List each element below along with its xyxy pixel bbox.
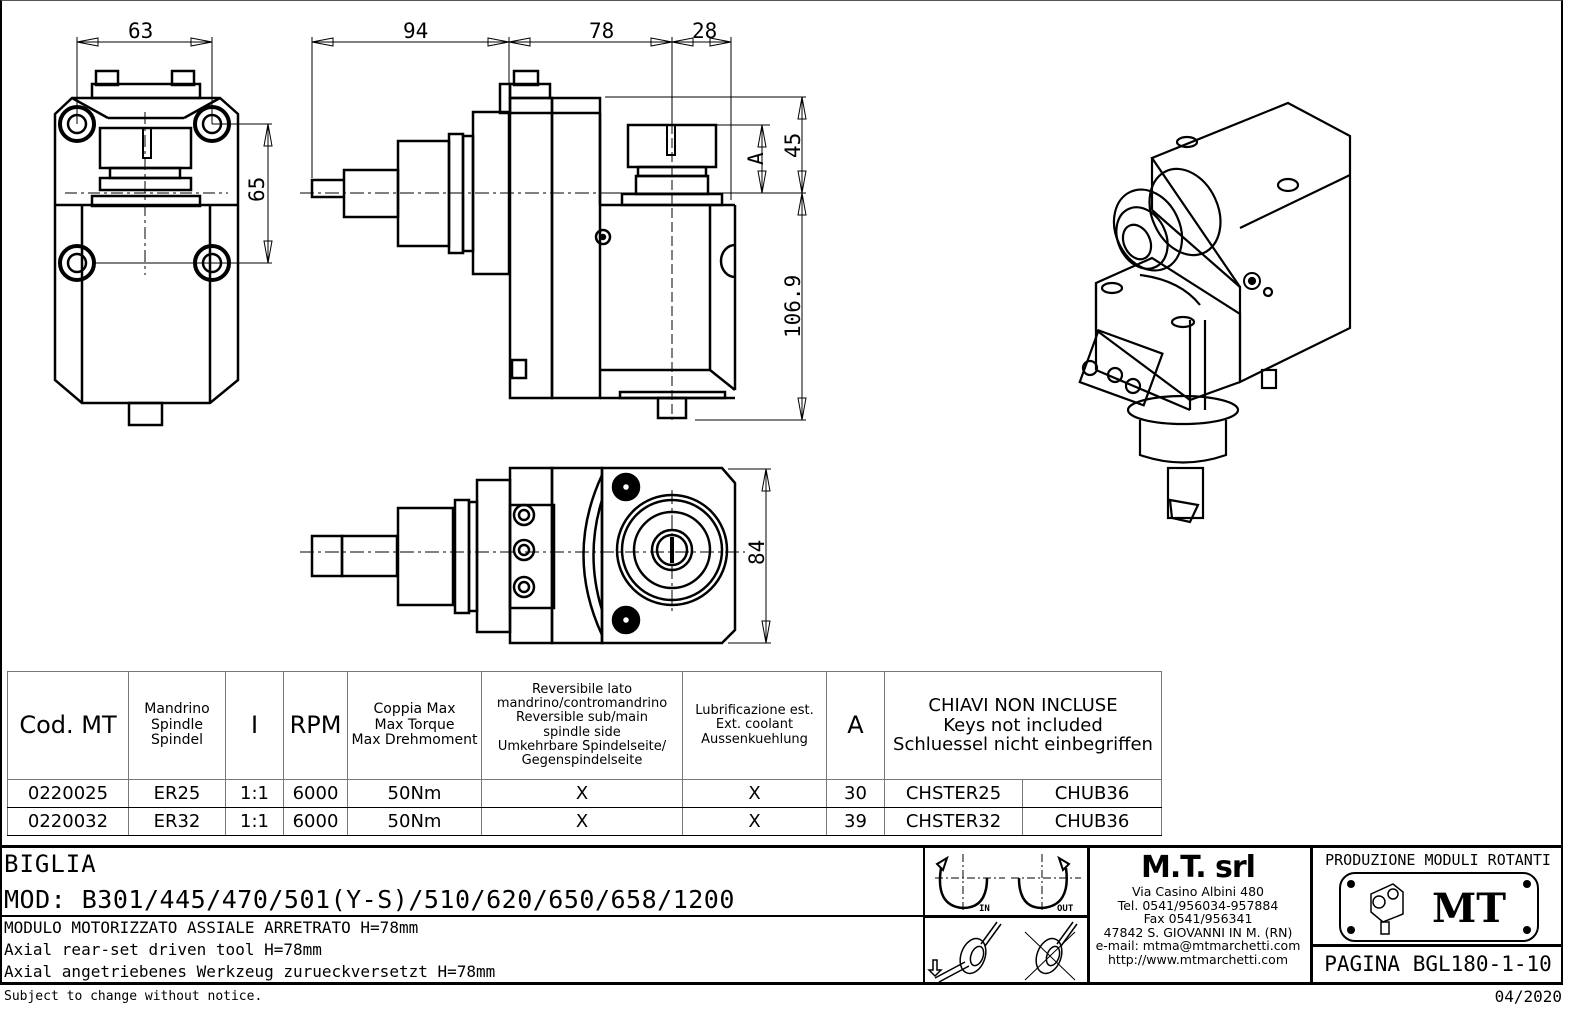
cell-cod: 0220032: [7, 807, 129, 836]
table-row: 0220025 ER25 1:1 6000 50Nm X X 30 CHSTER…: [7, 779, 1162, 808]
divider: [0, 915, 923, 917]
front-dimensions: [76, 37, 273, 264]
production-block: PRODUZIONE MODULI ROTANTI MT PAGINA BGL1…: [1310, 848, 1566, 982]
table-row: 0220032 ER32 1:1 6000 50Nm X X 39 CHSTER…: [7, 807, 1162, 836]
cell-rpm: 6000: [283, 779, 348, 808]
front-view: [53, 69, 240, 427]
wrench-usage-icon: [927, 921, 1078, 982]
cell-ratio: 1:1: [225, 779, 284, 808]
company-tel: Tel. 0541/956034-957884: [1117, 897, 1279, 913]
revision-date: 04/2020: [1494, 987, 1562, 1006]
side-view: [300, 69, 737, 420]
cell-coolant: X: [682, 779, 827, 808]
dim-front-width: 63: [128, 19, 153, 43]
top-dimensions: [728, 468, 771, 644]
cell-key1: CHSTER25: [884, 779, 1023, 808]
cell-reversible: X: [481, 807, 683, 836]
cell-ratio: 1:1: [225, 807, 284, 836]
mt-logo: MT: [1339, 872, 1539, 942]
rotation-out-label: OUT: [1057, 904, 1074, 914]
header-keys: CHIAVI NON INCLUSE Keys not included Sch…: [884, 671, 1162, 780]
cell-spindle: ER25: [128, 779, 226, 808]
header-torque: Coppia Max Max Torque Max Drehmoment: [347, 671, 482, 780]
logo-text: MT: [1432, 885, 1506, 932]
tool-icon: [1370, 883, 1404, 935]
cell-a: 30: [826, 779, 885, 808]
header-cod-mt: Cod. MT: [7, 671, 129, 780]
isometric-view: [1078, 101, 1352, 524]
company-info: M.T. srl Via Casino Albini 480 Tel. 0541…: [1088, 848, 1308, 982]
cell-coolant: X: [682, 807, 827, 836]
dim-height-78: 78: [589, 19, 614, 43]
cell-key2: CHUB36: [1022, 807, 1162, 836]
cell-cod: 0220025: [7, 779, 129, 808]
dim-106-9: 106.9: [781, 275, 805, 338]
top-view: [300, 466, 745, 645]
machine-brand: BIGLIA: [4, 850, 97, 878]
rotation-direction-icon: IN OUT: [935, 854, 1081, 914]
machine-models: MOD: B301/445/470/501(Y-S)/510/620/650/6…: [4, 885, 735, 914]
dim-top-width-84: 84: [745, 540, 769, 565]
header-ratio: I: [225, 671, 284, 780]
company-name: M.T. srl: [1141, 850, 1256, 885]
side-dimensions: [311, 37, 807, 421]
divider: [1313, 944, 1563, 947]
divider: [925, 915, 1087, 918]
company-fax: Fax 0541/956341: [1143, 911, 1253, 926]
technical-drawings: 63 65: [53, 19, 1352, 645]
cell-spindle: ER32: [128, 807, 226, 836]
company-website[interactable]: http://www.mtmarchetti.com: [1108, 951, 1288, 967]
cell-torque: 50Nm: [347, 779, 482, 808]
header-coolant: Lubrificazione est. Ext. coolant Aussenk…: [682, 671, 827, 780]
header-spindle: Mandrino Spindle Spindel: [128, 671, 226, 780]
header-a: A: [826, 671, 885, 780]
title-block: BIGLIA MOD: B301/445/470/501(Y-S)/510/62…: [0, 845, 1563, 985]
header-reversible: Reversibile lato mandrino/contromandrino…: [481, 671, 683, 780]
rotation-in-label: IN: [979, 904, 990, 914]
production-label: PRODUZIONE MODULI ROTANTI: [1325, 851, 1551, 869]
dim-front-hole-spacing: 65: [245, 177, 269, 202]
page-number: PAGINA BGL180-1-10: [1324, 952, 1552, 976]
spec-table-header: Cod. MT Mandrino Spindle Spindel I RPM C…: [7, 671, 1162, 780]
cell-torque: 50Nm: [347, 807, 482, 836]
dim-shank-length: 94: [403, 19, 428, 43]
rotation-icons: IN OUT: [923, 848, 1090, 982]
header-rpm: RPM: [283, 671, 348, 780]
company-city: 47842 S. GIOVANNI IN M. (RN): [1103, 924, 1293, 940]
dim-a: A: [744, 152, 768, 165]
description-german: Axial angetriebenes Werkzeug zurueckvers…: [4, 962, 496, 981]
company-address: Via Casino Albini 480: [1132, 884, 1264, 899]
spec-table: Cod. MT Mandrino Spindle Spindel I RPM C…: [7, 671, 1162, 836]
company-email[interactable]: e-mail: mtma@mtmarchetti.com: [1095, 938, 1301, 953]
drawing-frame: [0, 0, 1563, 985]
cell-rpm: 6000: [283, 807, 348, 836]
cell-key1: CHSTER32: [884, 807, 1023, 836]
description-english: Axial rear-set driven tool H=78mm: [4, 940, 322, 959]
logo-graphic: MT: [1347, 880, 1531, 935]
cell-reversible: X: [481, 779, 683, 808]
cell-key2: CHUB36: [1022, 779, 1162, 808]
title-block-description: BIGLIA MOD: B301/445/470/501(Y-S)/510/62…: [0, 848, 923, 982]
dim-45: 45: [781, 133, 805, 158]
change-notice: Subject to change without notice.: [4, 989, 263, 1004]
description-italian: MODULO MOTORIZZATO ASSIALE ARRETRATO H=7…: [4, 918, 419, 937]
cell-a: 39: [826, 807, 885, 836]
dim-offset-28: 28: [692, 19, 717, 43]
